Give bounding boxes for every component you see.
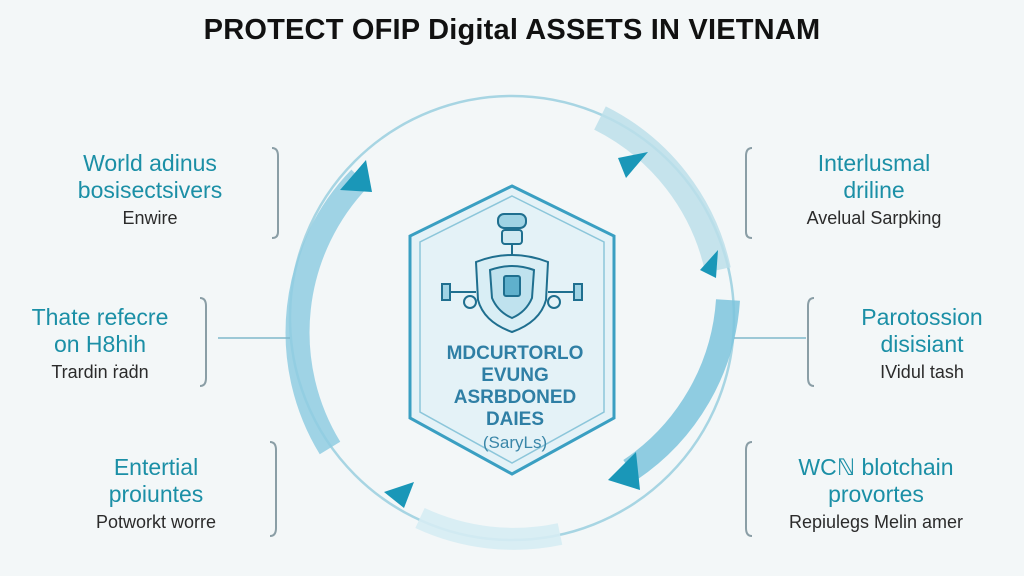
left-brackets [199,147,290,537]
arrow-head-bottom-right [608,452,640,490]
right-item-1: Interlusmal driline Avelual Sarpking [758,150,990,229]
right-item-1-line2: driline [843,177,905,203]
center-line-3: ASRBDONED [453,387,577,408]
arc-arrow-top-right [594,106,731,273]
left-item-2-line2: on H8hih [53,331,147,357]
center-line-4: DAIES [485,409,545,430]
right-item-1-line1: Interlusmal [817,150,931,176]
left-item-1-sub: Enwire [122,208,178,228]
left-item-2: Thate refecre on H8hih Trardin ṙaḋn [0,304,200,383]
arrow-head-top-right [618,152,648,178]
right-item-1-sub: Avelual Sarpking [806,208,942,228]
left-item-2-sub: Trardin ṙaḋn [51,362,149,382]
center-hexagon-inner [419,195,605,464]
right-item-2: Parotossion disisiant IVidul tash [820,304,1024,383]
left-item-3-sub: Potworkt worre [95,512,217,532]
page-title: PROTECT OFIP Digital ASSETS IN VIETNAM [203,14,821,46]
left-item-3-line1: Entertial [113,454,199,480]
right-item-3: WCℕ blotchain provortes Repiulegs Melin … [748,454,1004,533]
shield-robot-icon [441,213,583,334]
left-item-1: World adinus bosisectsivers Enwire [34,150,266,229]
cycle-arrows [285,106,740,550]
right-item-2-line1: Parotossion [861,304,983,330]
left-item-1-line1: World adinus [83,150,217,176]
center-line-1: MDCURTORLO [446,343,584,364]
right-item-3-line2: provortes [828,481,924,507]
arrow-head-left-top [340,160,372,192]
arrow-head-right [700,250,718,278]
center-sub: (SaryLs) [482,433,548,452]
right-brackets [734,147,815,537]
right-item-2-line2: disisiant [880,331,964,357]
arc-arrow-left [285,169,369,455]
right-item-2-sub: IVidul tash [880,362,964,382]
right-item-3-sub: Repiulegs Melin amer [788,512,964,532]
right-item-3-line1: WCℕ blotchain [798,454,954,480]
arc-arrow-right-lower [623,299,740,480]
left-item-3: Entertial proiuntes Potworkt worre [40,454,272,533]
arrow-head-bottom-left [384,482,414,508]
center-caption: MDCURTORLO EVUNG ASRBDONED DAIES (SaryLs… [420,343,610,453]
left-item-3-line2: proiuntes [108,481,204,507]
center-line-2: EVUNG [481,365,549,386]
left-item-2-line1: Thate refecre [31,304,169,330]
left-item-1-line2: bosisectsivers [77,177,223,203]
arc-arrow-bottom [415,507,563,550]
